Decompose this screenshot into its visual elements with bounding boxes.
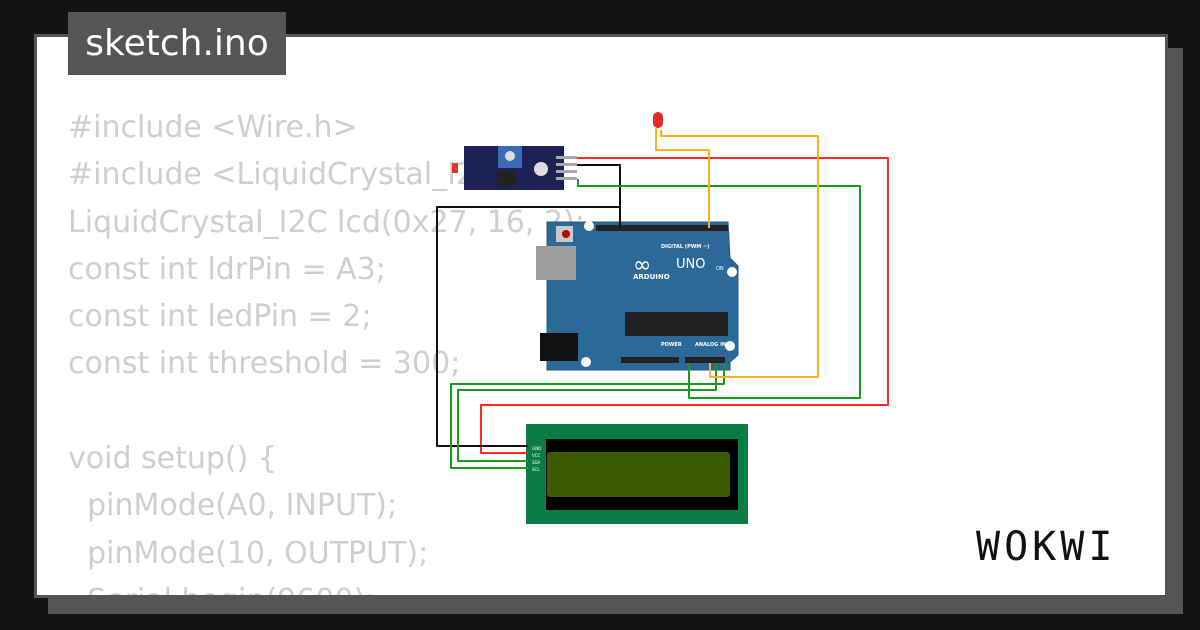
arduino-uno: ∞ UNO ARDUINO DIGITAL (PWM ~) POWER ANAL… [536,221,739,371]
code-line: const int threshold = 300; [68,346,461,382]
wire-orange [655,128,710,228]
digital-label: DIGITAL (PWM ~) [661,244,709,250]
analog-label: ANALOG IN [695,342,726,348]
code-line: const int ledPin = 2; [68,299,372,335]
code-line: Serial.begin(9600); [68,577,585,595]
wire-red [480,157,889,454]
board-brand: ARDUINO [633,273,670,281]
code-background: #include <Wire.h>#include <LiquidCrystal… [68,104,585,595]
ldr-module [452,146,577,190]
wire-black [436,164,621,447]
lcd-pin-label: GND [532,446,541,451]
wire-green [577,179,861,399]
usb-port [536,246,576,280]
lcd-pin-label: VCC [532,453,541,458]
file-tab: sketch.ino [68,12,286,75]
power-jack [540,333,578,361]
on-label: ON [716,266,724,272]
red-led [653,112,663,128]
lcd-1602: GND VCC SDA SCL [526,424,748,524]
wire-green [457,363,717,462]
power-label: POWER [661,342,682,348]
reset-button [562,230,570,238]
code-line: void setup() { [68,441,277,477]
wire-orange [660,130,819,378]
lcd-pin-label: SDA [532,460,541,465]
infinity-logo-icon: ∞ [633,253,651,278]
board-model: UNO [676,257,705,272]
code-line: const int ldrPin = A3; [68,251,386,287]
wokwi-logo: WOKWI [976,524,1117,570]
lcd-screen [547,452,730,497]
code-line: #include <Wire.h> [68,110,358,145]
code-line: pinMode(10, OUTPUT); [68,535,429,571]
code-line: pinMode(A0, INPUT); [68,488,398,524]
lcd-pin-label: SCL [532,467,540,472]
chip [625,312,728,336]
photoresistor [452,163,458,173]
